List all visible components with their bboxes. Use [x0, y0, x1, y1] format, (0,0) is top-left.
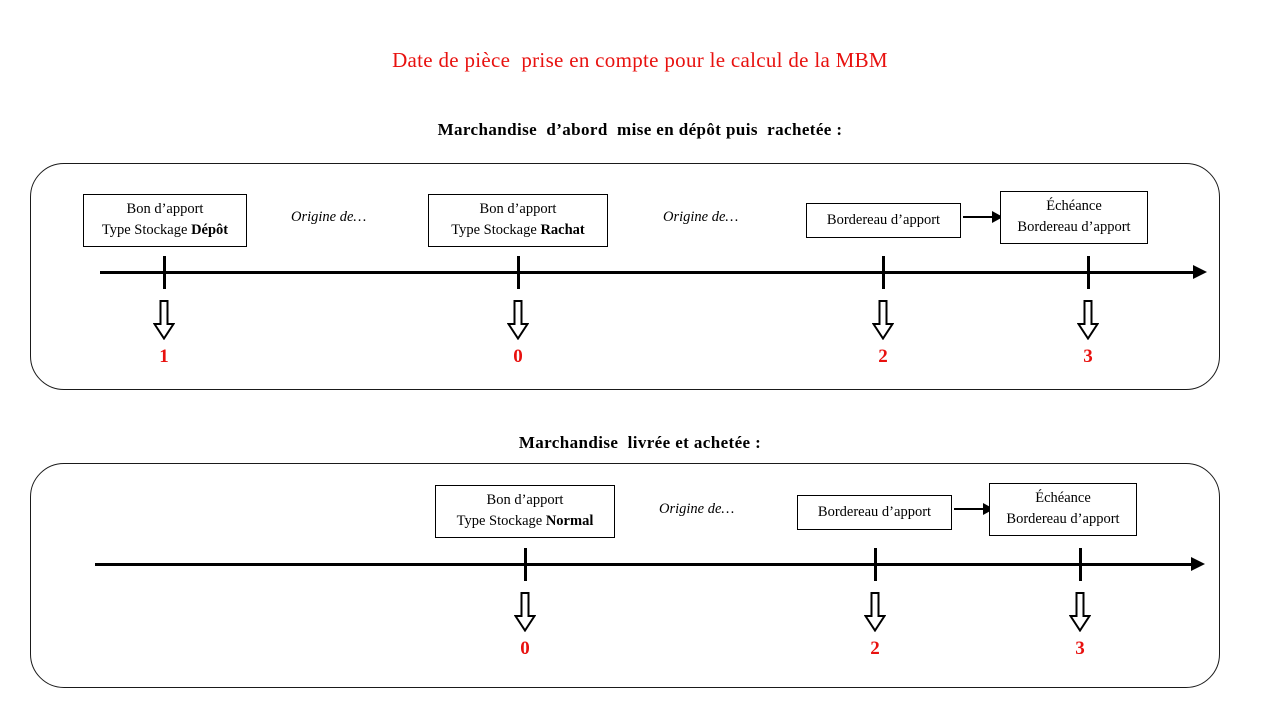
doc-box-line1: Bordereau d’apport — [826, 212, 941, 228]
arrow-shaft — [963, 216, 992, 218]
doc-box-bon-apport-depot: Bon d’apport Type Stockage Dépôt — [83, 194, 247, 248]
arrow-shaft — [954, 508, 983, 510]
doc-box-bon-apport-normal: Bon d’apport Type Stockage Normal — [435, 485, 615, 539]
doc-box-line1: Échéance — [1046, 198, 1102, 214]
doc-box-bon-apport-rachat: Bon d’apport Type Stockage Rachat — [428, 194, 608, 248]
doc-box-line1: Bordereau d’apport — [817, 504, 932, 520]
doc-box-line2: Type Stockage Dépôt — [94, 220, 236, 241]
marker-number: 0 — [520, 638, 530, 659]
timeline-tick — [524, 548, 527, 581]
doc-box-line2: Type Stockage Normal — [446, 511, 604, 532]
doc-box-line2: Bordereau d’apport — [1017, 219, 1131, 236]
section-heading-livree-achetee: Marchandise livrée et achetée : — [518, 433, 762, 452]
marker-number: 2 — [878, 346, 888, 367]
timeline-axis-arrowhead-icon — [1191, 557, 1205, 571]
doc-box-line2: Bordereau d’apport — [1006, 511, 1120, 528]
doc-box-line1: Bon d’apport — [486, 492, 564, 508]
down-arrow-icon — [1069, 592, 1091, 632]
doc-box-line2-plain: Type Stockage — [101, 222, 192, 239]
timeline-axis-1 — [100, 271, 1195, 274]
origine-label-2: Origine de… — [663, 209, 739, 225]
marker-number: 2 — [870, 638, 880, 659]
timeline-tick — [163, 256, 166, 289]
doc-box-line2-bold: Normal — [545, 513, 594, 530]
down-arrow-icon — [507, 300, 529, 340]
marker-number: 3 — [1075, 638, 1085, 659]
section-heading-depot-rachat: Marchandise d’abord mise en dépôt puis r… — [437, 120, 843, 139]
timeline-tick — [874, 548, 877, 581]
doc-box-line2: Type Stockage Rachat — [439, 220, 597, 241]
down-arrow-icon — [872, 300, 894, 340]
down-arrow-icon — [514, 592, 536, 632]
doc-box-line1: Bon d’apport — [126, 201, 204, 217]
origine-label-1: Origine de… — [291, 209, 367, 225]
timeline-tick — [1087, 256, 1090, 289]
doc-box-line2-plain: Type Stockage — [451, 222, 541, 239]
marker-number: 3 — [1083, 346, 1093, 367]
arrow-bordereau-to-echeance — [963, 211, 1003, 223]
doc-box-line2-bold: Rachat — [540, 222, 585, 239]
doc-box-line1: Échéance — [1035, 490, 1091, 506]
doc-box-echeance-bordereau: Échéance Bordereau d’apport — [1000, 191, 1148, 245]
marker-number: 1 — [159, 346, 169, 367]
doc-box-line2-plain: Type Stockage — [456, 513, 546, 530]
arrow-bordereau-to-echeance — [954, 503, 994, 515]
doc-box-bordereau-apport: Bordereau d’apport — [797, 495, 952, 531]
timeline-axis-arrowhead-icon — [1193, 265, 1207, 279]
arrow-head-icon — [992, 211, 1003, 223]
timeline-tick — [517, 256, 520, 289]
arrow-head-icon — [983, 503, 994, 515]
page-title: Date de pièce prise en compte pour le ca… — [392, 48, 888, 72]
doc-box-echeance-bordereau: Échéance Bordereau d’apport — [989, 483, 1137, 537]
down-arrow-icon — [1077, 300, 1099, 340]
timeline-tick — [1079, 548, 1082, 581]
down-arrow-icon — [153, 300, 175, 340]
doc-box-bordereau-apport: Bordereau d’apport — [806, 203, 961, 239]
doc-box-line2-bold: Dépôt — [191, 222, 229, 239]
marker-number: 0 — [513, 346, 523, 367]
timeline-axis-2 — [95, 563, 1193, 566]
down-arrow-icon — [864, 592, 886, 632]
origine-label-1: Origine de… — [659, 501, 735, 517]
timeline-tick — [882, 256, 885, 289]
doc-box-line1: Bon d’apport — [479, 201, 557, 217]
